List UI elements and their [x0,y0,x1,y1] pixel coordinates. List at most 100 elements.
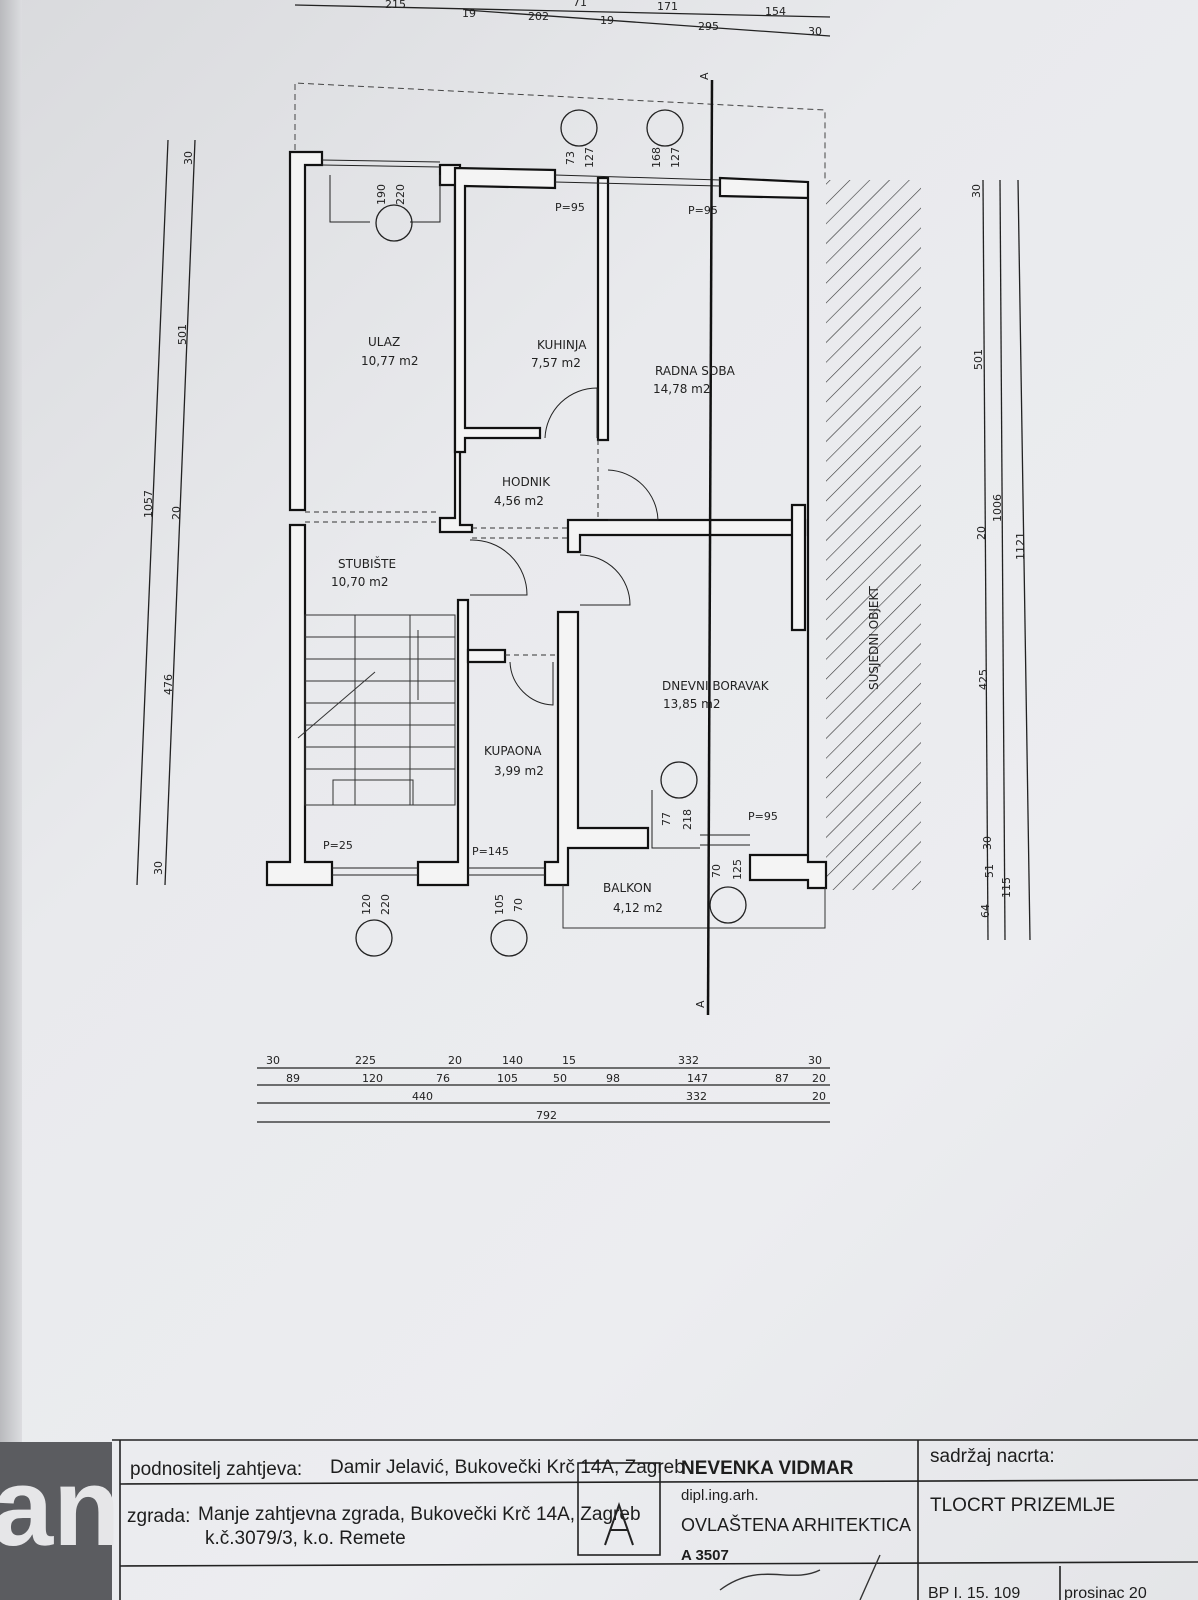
applicant-label: podnositelj zahtjeva: [130,1459,302,1480]
room-name: KUHINJA [537,338,587,352]
dim: 476 [162,674,175,695]
room-name: STUBIŠTE [338,556,396,571]
content-label: sadržaj nacrta: [930,1446,1055,1467]
dim: 30 [970,184,983,198]
opening-width: 120 [360,894,373,915]
dim: 332 [678,1054,699,1067]
dim: 71 [573,0,587,9]
room-name: ULAZ [368,335,400,349]
opening-height: 125 [731,859,744,880]
room-area: 13,85 m2 [663,697,721,711]
windows [321,159,750,876]
dim: 147 [687,1072,708,1085]
opening-width: 73 [564,151,577,165]
dim: 115 [1000,877,1013,898]
opening-height: 220 [379,894,392,915]
dim: 332 [686,1090,707,1103]
balcony-outline [562,885,826,929]
dim: 440 [412,1090,433,1103]
staircase [297,614,456,806]
room-area: 7,57 m2 [531,356,581,370]
room-labels: ULAZ 10,77 m2 KUHINJA 7,57 m2 RADNA SOBA… [331,335,770,915]
room-name: HODNIK [502,475,551,489]
dim: 20 [975,526,988,540]
left-dimensions [136,139,196,886]
dim: 501 [972,349,985,370]
dim: 51 [983,864,996,878]
parcel: k.č.3079/3, k.o. Remete [205,1528,406,1549]
dim: 792 [536,1109,557,1122]
dim: 154 [765,5,786,18]
section-line [706,79,714,1016]
dim: 501 [176,324,189,345]
signature [719,1554,881,1600]
opening-height: 127 [669,147,682,168]
room-name: BALKON [603,881,652,895]
parapet-label: P=95 [688,204,718,217]
dim: 20 [812,1090,826,1103]
drawing-code: BP I. 15. 109 [928,1585,1020,1600]
dim: 202 [528,10,549,23]
dim: 425 [977,669,990,690]
content: TLOCRT PRIZEMLJE [930,1495,1115,1516]
dim: 89 [286,1072,300,1085]
dim: 87 [775,1072,789,1085]
parapet-label: P=25 [323,839,353,852]
room-area: 10,70 m2 [331,575,389,589]
parapet-label: P=95 [748,810,778,823]
dim: 30 [808,1054,822,1067]
room-area: 3,99 m2 [494,764,544,778]
dim: 140 [502,1054,523,1067]
drawing-date: prosinac 20 [1064,1585,1147,1600]
opening-width: 105 [493,894,506,915]
page-edge-shadow [0,0,22,1600]
parapet-label: P=145 [472,845,509,858]
section-mark-top: A [698,72,711,80]
room-area: 14,78 m2 [653,382,711,396]
dim: 225 [355,1054,376,1067]
dim: 15 [562,1054,576,1067]
room-name: KUPAONA [484,744,542,758]
dim: 50 [553,1072,567,1085]
dim: 1121 [1014,532,1027,560]
room-name: RADNA SOBA [655,364,736,378]
dim: 1057 [142,490,155,518]
parapet-label: P=95 [555,201,585,214]
dim: 19 [462,7,476,20]
opening-width: 70 [710,864,723,878]
room-area: 10,77 m2 [361,354,419,368]
dim: 1006 [991,494,1004,522]
dim: 76 [436,1072,450,1085]
dim: 19 [600,14,614,27]
dim: 30 [152,861,165,875]
opening-width: 168 [650,147,663,168]
dim: 105 [497,1072,518,1085]
overhang-outline [294,82,826,180]
dim: 20 [448,1054,462,1067]
logo: an [0,1446,120,1569]
dim: 120 [362,1072,383,1085]
architect-number: A 3507 [681,1547,729,1564]
opening-height: 70 [512,898,525,912]
dim: 20 [170,506,183,520]
dim: 215 [385,0,406,11]
dim: 20 [812,1072,826,1085]
dashed-openings [305,440,599,656]
bottom-dimensions [257,1067,830,1123]
opening-height: 218 [681,809,694,830]
dim: 30 [182,151,195,165]
title-block: an podnositelj zahtjeva: Damir Jelavić, … [0,1439,1198,1600]
opening-height: 220 [394,184,407,205]
dim: 171 [657,0,678,13]
right-dimensions [982,179,1031,941]
opening-width: 77 [660,812,673,826]
top-dimensions [294,4,831,37]
dim: 30 [808,25,822,38]
opening-height: 127 [583,147,596,168]
room-area: 4,56 m2 [494,494,544,508]
applicant: Damir Jelavić, Bukovečki Krč 14A, Zagreb [330,1457,685,1478]
dim: 30 [981,836,994,850]
architect-title: OVLAŠTENA ARHITEKTICA [681,1514,911,1535]
dim: 64 [979,904,992,918]
